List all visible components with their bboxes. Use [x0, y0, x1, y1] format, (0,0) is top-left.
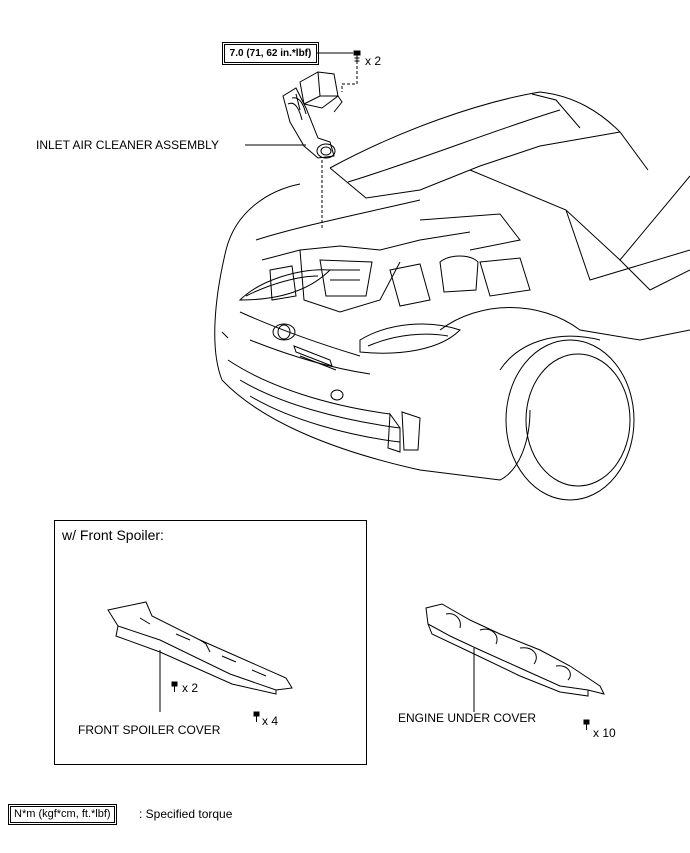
spoiler-screw-quantity: x 2 [182, 681, 199, 695]
bolt-dashed-line [341, 66, 358, 92]
clip-icon [253, 711, 260, 722]
under-cover-clip-quantity: x 10 [593, 726, 616, 740]
inlet-air-cleaner-label: INLET AIR CLEANER ASSEMBLY [36, 138, 219, 152]
torque-legend-text: : Specified torque [139, 807, 233, 821]
front-spoiler-cover-drawing [107, 601, 293, 695]
engine-under-cover-label: ENGINE UNDER COVER [398, 711, 537, 725]
clip-icon [583, 719, 590, 730]
spoiler-clip-quantity: x 4 [262, 714, 279, 728]
top-bolt-quantity: x 2 [365, 54, 382, 68]
front-spoiler-panel [54, 520, 367, 765]
inlet-air-cleaner-drawing [282, 71, 343, 159]
car-front-drawing [214, 91, 690, 501]
engine-under-cover-drawing [425, 603, 605, 697]
screw-icon [171, 681, 178, 692]
bolt-icon [353, 50, 361, 64]
panel-title: w/ Front Spoiler: [62, 527, 164, 543]
torque-spec-box: 7.0 (71, 62 in.*lbf) [222, 42, 319, 65]
front-spoiler-cover-label: FRONT SPOILER COVER [78, 723, 221, 737]
torque-unit-legend-box: N*m (kgf*cm, ft.*lbf) [8, 804, 117, 825]
